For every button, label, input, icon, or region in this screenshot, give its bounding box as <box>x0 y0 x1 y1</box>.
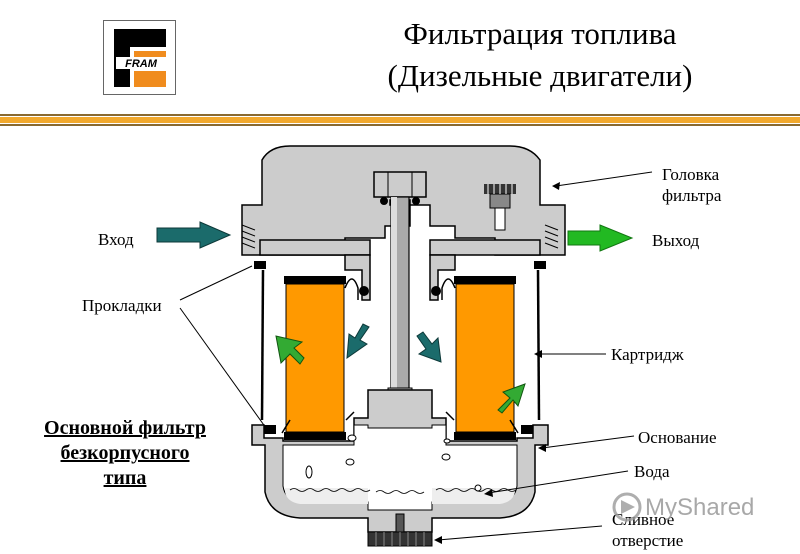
gasket-top-right <box>534 261 546 269</box>
flow-arrow-right-up <box>497 383 526 414</box>
water-left <box>285 488 368 504</box>
head-inner-left <box>259 239 371 256</box>
caption-line-1: Основной фильтр <box>44 417 206 439</box>
fram-logo-icon: FRAM <box>112 27 167 88</box>
cartridge-shell-right <box>536 269 541 421</box>
inlet-arrow <box>156 221 232 249</box>
drain-screw <box>395 513 405 535</box>
caption-line-3: типа <box>103 467 147 489</box>
caption-line-2: безкорпусного <box>60 442 190 464</box>
o-ring-left <box>380 197 388 205</box>
title-line-2: (Дизельные двигатели) <box>387 58 693 93</box>
leader-lines <box>179 171 653 541</box>
divider-line-bottom <box>0 124 800 126</box>
bubbles <box>305 434 482 492</box>
watermark-text: MyShared <box>645 494 755 521</box>
label-head-1: Головка <box>662 165 720 184</box>
flow-arrow-left-up <box>275 335 305 365</box>
main-caption: Основной фильтр безкорпусного типа <box>18 416 232 491</box>
check-ball-left <box>359 286 369 296</box>
label-head-2: фильтра <box>662 186 722 205</box>
divider-bar <box>0 117 800 123</box>
bolt-head <box>373 171 427 198</box>
logo-text: FRAM <box>125 58 158 70</box>
fram-logo: FRAM <box>103 20 176 95</box>
flow-arrow-left-down <box>346 323 370 360</box>
cartridge-shell-left <box>260 269 265 421</box>
gasket-top-left <box>254 261 266 269</box>
bleed-screw <box>494 207 506 231</box>
outlet-arrow <box>567 224 634 252</box>
watermark-icon <box>612 492 642 522</box>
title-line-1: Фильтрация топлива <box>403 16 677 51</box>
label-drain-1: Сливное <box>612 510 675 529</box>
check-ball-right <box>431 286 441 296</box>
o-ring-right <box>412 197 420 205</box>
spring-right <box>441 278 456 300</box>
flow-arrow-right-down <box>416 331 442 363</box>
label-water: Вода <box>634 462 670 481</box>
label-outlet: Выход <box>652 231 700 250</box>
outlet-threads <box>544 224 559 249</box>
gasket-bottom-right <box>521 425 533 434</box>
label-inlet: Вход <box>98 230 134 249</box>
spring-left <box>344 278 359 300</box>
label-base: Основание <box>638 428 717 447</box>
label-gaskets: Прокладки <box>82 296 162 315</box>
divider-line <box>0 114 800 116</box>
label-cartridge: Картридж <box>611 345 684 364</box>
inlet-threads <box>241 224 256 249</box>
gasket-bottom-left <box>264 425 276 434</box>
head-inner-right <box>429 239 541 256</box>
label-drain-2: отверстие <box>612 531 684 550</box>
